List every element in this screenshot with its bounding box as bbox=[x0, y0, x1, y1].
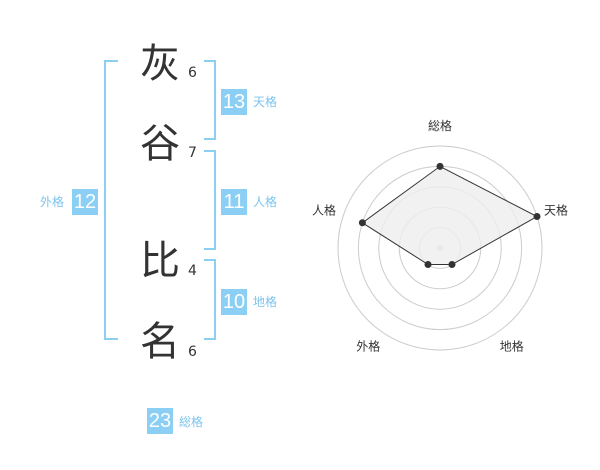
radar-point-5 bbox=[358, 219, 366, 227]
jinkaku-label: 人格 bbox=[253, 195, 278, 209]
radar-axis-label-1: 総格 bbox=[428, 118, 452, 133]
gaikaku-bracket bbox=[104, 60, 118, 340]
soukaku-badge: 23 bbox=[147, 408, 173, 434]
radar-ring-5 bbox=[337, 145, 543, 351]
tenkaku-bracket bbox=[204, 60, 216, 140]
radar-axis-label-3: 地格 bbox=[500, 339, 524, 354]
gaikaku-label: 外格 bbox=[40, 195, 65, 209]
stroke-count-2: 7 bbox=[188, 145, 197, 161]
name-char-3: 比 bbox=[140, 238, 180, 284]
radar-axis-label-5: 人格 bbox=[312, 202, 336, 217]
jinkaku-badge: 11 bbox=[221, 189, 247, 215]
soukaku-label: 総格 bbox=[179, 415, 204, 429]
name-char-1: 灰 bbox=[140, 41, 180, 87]
jinkaku-bracket bbox=[204, 150, 216, 250]
name-char-4: 名 bbox=[140, 319, 180, 365]
radar-point-3 bbox=[448, 261, 456, 269]
chikaku-bracket bbox=[204, 259, 216, 340]
radar-point-2 bbox=[533, 212, 541, 220]
chikaku-badge: 10 bbox=[221, 289, 247, 315]
tenkaku-badge: 13 bbox=[221, 89, 247, 115]
name-char-2: 谷 bbox=[140, 121, 180, 167]
radar-axis-label-2: 天格 bbox=[544, 202, 568, 217]
gaikaku-badge: 12 bbox=[72, 189, 98, 215]
radar-point-4 bbox=[424, 261, 432, 269]
radar-axis-label-4: 外格 bbox=[356, 339, 380, 354]
tenkaku-label: 天格 bbox=[253, 95, 278, 109]
radar-point-1 bbox=[436, 162, 444, 170]
stroke-count-4: 6 bbox=[188, 344, 197, 360]
chikaku-label: 地格 bbox=[253, 295, 278, 309]
stroke-count-1: 6 bbox=[188, 65, 197, 81]
stroke-count-3: 4 bbox=[188, 263, 197, 279]
radar-polygon bbox=[361, 165, 539, 265]
